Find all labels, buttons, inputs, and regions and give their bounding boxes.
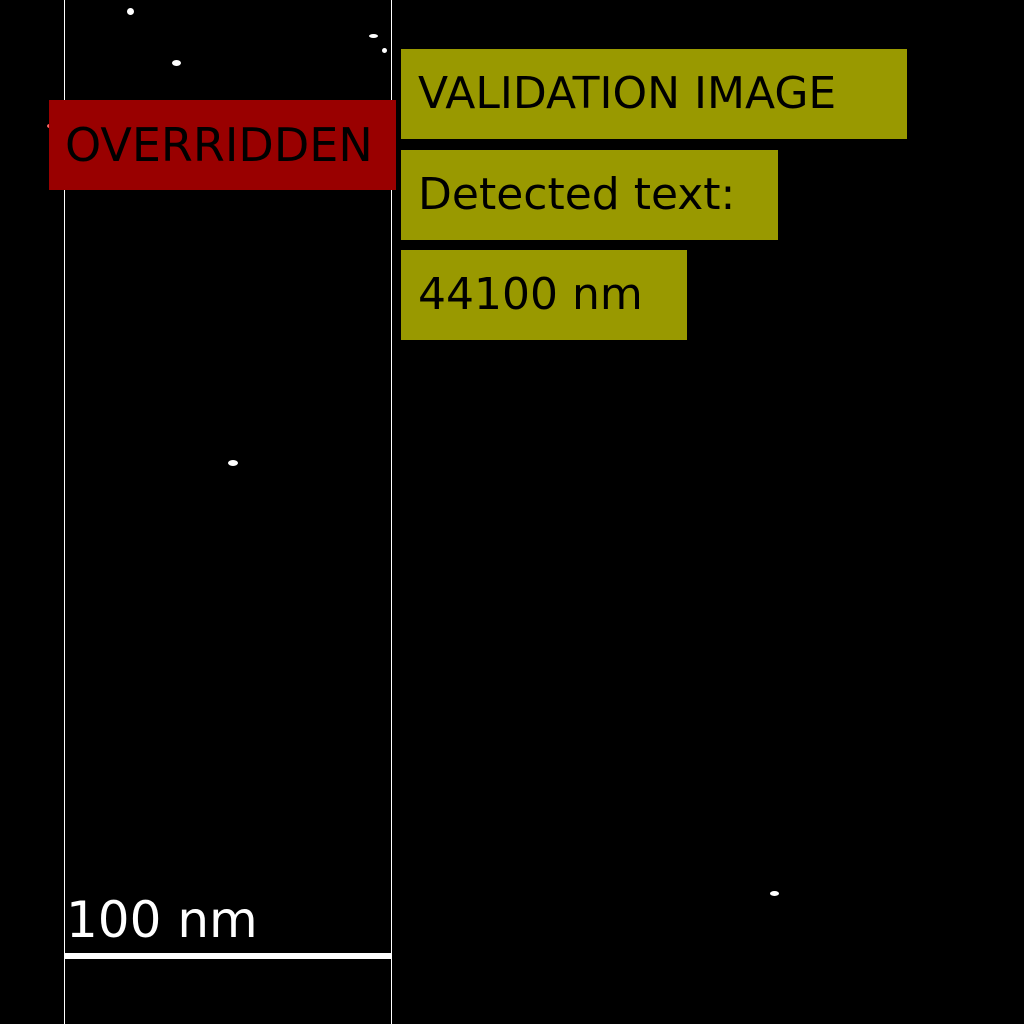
- left-guide-line: [64, 0, 65, 1024]
- particle: [382, 48, 387, 53]
- detected-text-label: Detected text:: [401, 150, 778, 240]
- right-guide-line: [391, 0, 392, 1024]
- validation-label: VALIDATION IMAGE: [401, 49, 907, 139]
- particle: [228, 460, 238, 466]
- measurement-label: 44100 nm: [401, 250, 687, 340]
- particle: [770, 891, 779, 896]
- particle: [369, 34, 378, 38]
- particle: [172, 60, 181, 66]
- scalebar-label: 100 nm: [66, 891, 258, 949]
- particle: [127, 8, 134, 15]
- scalebar: [64, 953, 391, 959]
- override-label: OVERRIDDEN: [49, 100, 396, 190]
